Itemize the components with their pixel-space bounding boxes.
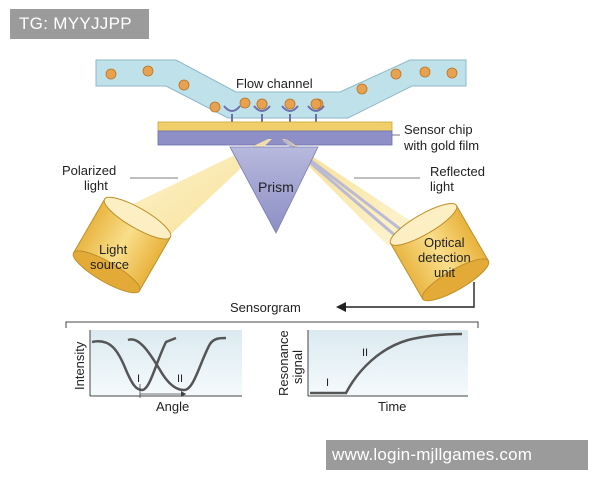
light-source-unit <box>72 196 172 294</box>
resonance-axis-label-2: signal <box>290 350 305 384</box>
reflected-light-label-2: light <box>430 179 454 194</box>
angle-axis-label: Angle <box>156 399 189 414</box>
optical-detection-unit <box>389 203 490 302</box>
flow-channel-label: Flow channel <box>236 76 313 91</box>
watermark-top: TG: MYYJJPP <box>10 9 149 39</box>
sensorgram-arrow <box>336 282 475 312</box>
polarized-light-label: Polarized <box>62 163 116 178</box>
sensor-chip-label: Sensor chip <box>404 122 473 137</box>
resonance-curve-ii <box>127 336 227 392</box>
ligand-receptors <box>223 105 325 122</box>
prism-label: Prism <box>258 179 294 195</box>
phase-ii-label: II <box>362 347 368 359</box>
time-axis-label: Time <box>378 399 406 414</box>
curve-ii-label: II <box>177 373 183 385</box>
phase-i-label: I <box>326 377 329 389</box>
leader-lines <box>130 134 420 179</box>
sensorgram-curve <box>310 332 463 395</box>
polarized-light-label-2: light <box>84 178 108 193</box>
curve-i-label: I <box>137 373 140 385</box>
flow-channel <box>95 59 467 119</box>
resonance-curve-i <box>91 336 177 392</box>
angle-shift-arrow <box>139 384 186 398</box>
sensor-chip-label-2: with gold film <box>403 138 479 153</box>
bound-analytes <box>256 98 322 110</box>
graph-panel-frame <box>65 321 479 328</box>
light-source-label: Light <box>99 242 128 257</box>
prism <box>229 146 319 234</box>
optical-unit-label: Optical <box>424 235 465 250</box>
light-source-label-2: source <box>90 257 129 272</box>
optical-unit-label-2: detection <box>418 250 471 265</box>
optical-unit-label-3: unit <box>434 265 455 280</box>
reflected-light-label: Reflected <box>430 164 485 179</box>
intensity-axis-label: Intensity <box>72 341 87 390</box>
sensorgram-label: Sensorgram <box>230 300 301 315</box>
sensor-chip <box>157 121 393 146</box>
time-resonance-graph <box>307 330 468 397</box>
angle-intensity-graph <box>89 330 242 398</box>
watermark-bottom: www.login-mjllgames.com <box>326 440 588 470</box>
resonance-axis-label: Resonance <box>276 330 291 396</box>
